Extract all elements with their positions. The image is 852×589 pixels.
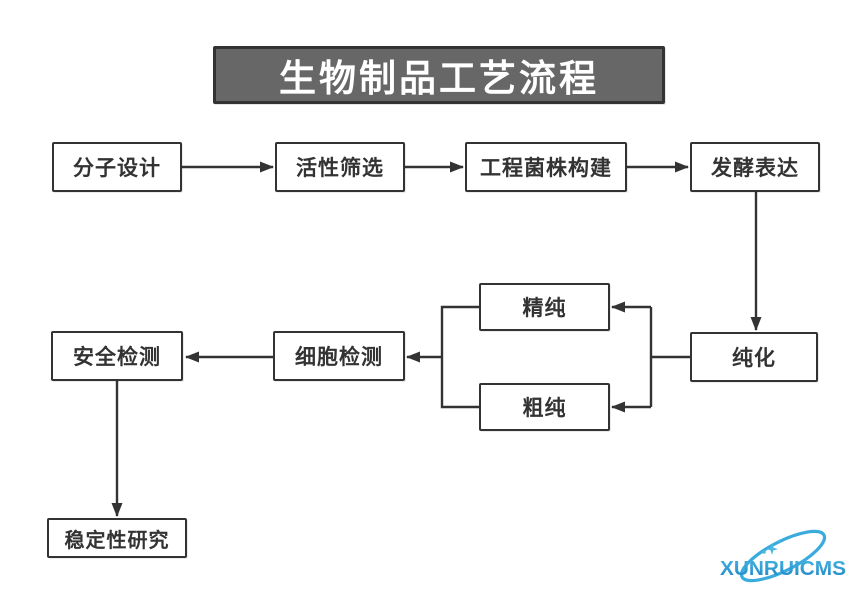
orbit-swoosh-icon	[739, 529, 827, 583]
node-crude-purification: 粗纯	[479, 383, 610, 431]
node-strain-construction: 工程菌株构建	[465, 142, 627, 192]
node-purification: 纯化	[690, 332, 818, 382]
node-molecular-design: 分子设计	[52, 142, 182, 192]
watermark-text: XUNRUICMS	[720, 558, 846, 580]
node-stability-research: 稳定性研究	[47, 518, 187, 558]
node-fine-purification: 精纯	[479, 283, 610, 331]
sparkle-dot-icon	[762, 550, 766, 554]
sparkle-star-icon	[766, 543, 778, 555]
node-safety-testing: 安全检测	[51, 331, 183, 381]
sparkle-dot-small-icon	[777, 539, 781, 543]
node-cell-testing: 细胞检测	[273, 331, 405, 381]
node-fermentation-expression: 发酵表达	[690, 142, 820, 192]
edge-fine-crude-merge	[440, 305, 479, 409]
node-activity-screening: 活性筛选	[275, 142, 405, 192]
diagram-title: 生物制品工艺流程	[213, 46, 665, 104]
xunruicms-watermark-logo: XUNRUICMS	[720, 529, 846, 583]
edge-purification-branch	[649, 307, 690, 407]
